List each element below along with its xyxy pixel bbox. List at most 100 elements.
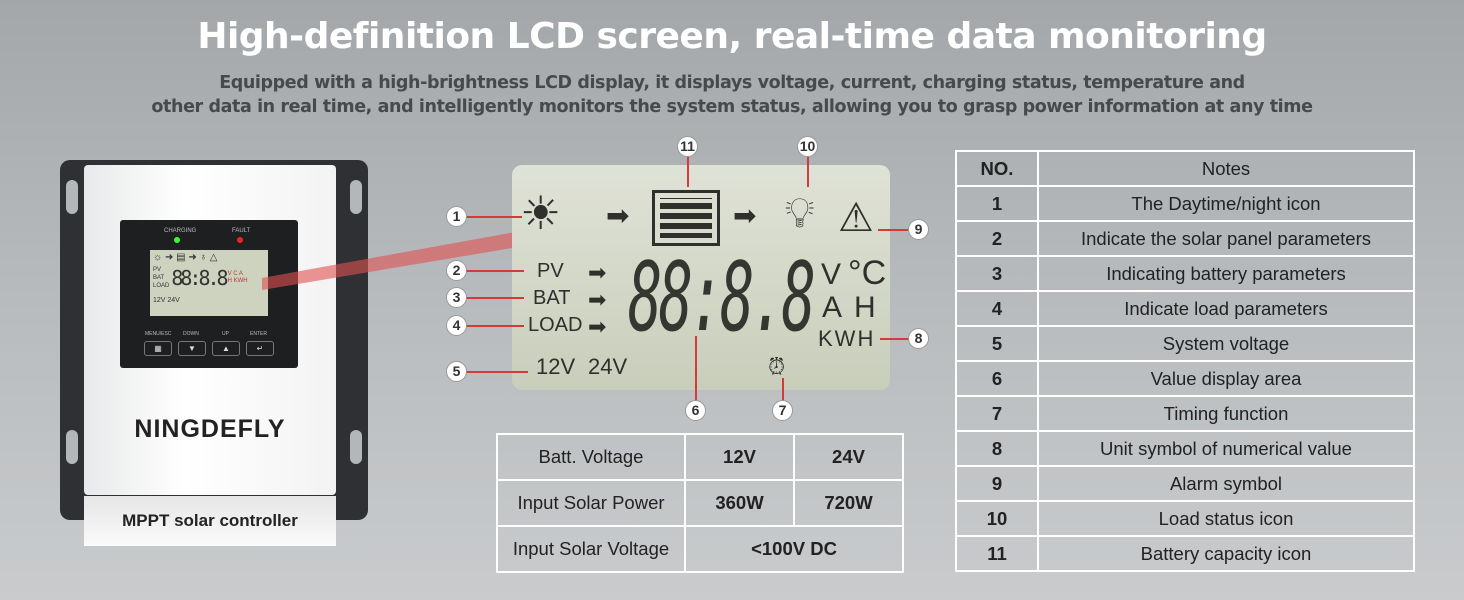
callout-line bbox=[880, 338, 910, 340]
lightbulb-icon: 💡︎ bbox=[785, 189, 815, 236]
charging-led-icon bbox=[174, 237, 180, 243]
product-label: MPPT solar controller bbox=[84, 496, 336, 546]
spec-value: 12V bbox=[684, 433, 795, 481]
note-number: 2 bbox=[955, 220, 1039, 257]
spec-label: Input Solar Power bbox=[496, 479, 686, 527]
voltage-24v: 24V bbox=[588, 354, 628, 379]
subtitle-line-2: other data in real time, and intelligent… bbox=[151, 97, 1313, 117]
callout-line bbox=[782, 378, 784, 402]
note-text: Timing function bbox=[1037, 395, 1415, 432]
note-number: 1 bbox=[955, 185, 1039, 222]
up-button[interactable]: ▲ bbox=[212, 341, 240, 356]
spec-value: 720W bbox=[793, 479, 904, 527]
mini-pv: PV bbox=[153, 267, 162, 273]
callout-11: 11 bbox=[677, 136, 698, 157]
up-label: UP bbox=[222, 331, 229, 337]
fault-label: FAULT bbox=[232, 228, 251, 234]
unit-v: V bbox=[821, 258, 842, 291]
mini-load: LOAD bbox=[153, 283, 170, 289]
alarm-clock-icon: ⏰︎ bbox=[768, 354, 786, 379]
load-label: LOAD bbox=[528, 314, 583, 336]
note-text: Alarm symbol bbox=[1037, 465, 1415, 502]
callout-7: 7 bbox=[772, 400, 793, 421]
callout-line bbox=[466, 297, 524, 299]
callout-line bbox=[466, 270, 524, 272]
menu-label: MENU/ESC bbox=[145, 331, 172, 337]
fault-led-icon bbox=[237, 237, 243, 243]
note-number: 6 bbox=[955, 360, 1039, 397]
spec-label: Input Solar Voltage bbox=[496, 525, 686, 573]
callout-2: 2 bbox=[446, 260, 467, 281]
callout-line bbox=[695, 336, 697, 402]
spec-value: 360W bbox=[684, 479, 795, 527]
mount-hole bbox=[66, 180, 78, 214]
note-number: 8 bbox=[955, 430, 1039, 467]
callout-8: 8 bbox=[908, 328, 929, 349]
note-text: Indicate the solar panel parameters bbox=[1037, 220, 1415, 257]
battery-capacity-icon bbox=[652, 190, 720, 246]
unit-celsius: °C bbox=[848, 254, 887, 292]
warning-icon: ⚠︎ bbox=[838, 196, 874, 240]
mini-volt: 12V 24V bbox=[153, 297, 180, 304]
note-number: 9 bbox=[955, 465, 1039, 502]
note-text: Value display area bbox=[1037, 360, 1415, 397]
down-button[interactable]: ▼ bbox=[178, 341, 206, 356]
enter-label: ENTER bbox=[250, 331, 267, 337]
note-text: Battery capacity icon bbox=[1037, 535, 1415, 572]
unit-kwh: KWH bbox=[818, 326, 876, 351]
day-night-icon: ☀ bbox=[520, 187, 562, 239]
charging-label: CHARGING bbox=[164, 228, 197, 234]
menu-button[interactable]: ▦ bbox=[144, 341, 172, 356]
note-number: 10 bbox=[955, 500, 1039, 537]
callout-5: 5 bbox=[446, 361, 467, 382]
spec-value: <100V DC bbox=[684, 525, 904, 573]
note-text: Indicate load parameters bbox=[1037, 290, 1415, 327]
callout-1: 1 bbox=[446, 206, 467, 227]
value-display: 88:8.8 bbox=[628, 243, 816, 353]
callout-3: 3 bbox=[446, 287, 467, 308]
header-no: NO. bbox=[955, 150, 1039, 187]
note-number: 5 bbox=[955, 325, 1039, 362]
table-row: Input Solar Voltage<100V DC bbox=[496, 525, 904, 573]
callout-line bbox=[687, 157, 689, 187]
callout-line bbox=[466, 371, 528, 373]
note-text: The Daytime/night icon bbox=[1037, 185, 1415, 222]
unit-h: H bbox=[854, 291, 876, 324]
subtitle-line-1: Equipped with a high-brightness LCD disp… bbox=[219, 73, 1245, 93]
note-number: 3 bbox=[955, 255, 1039, 292]
page-title: High-definition LCD screen, real-time da… bbox=[197, 16, 1267, 57]
enter-button[interactable]: ↵ bbox=[246, 341, 274, 356]
pv-label: PV bbox=[537, 260, 564, 282]
callout-4: 4 bbox=[446, 315, 467, 336]
callout-line bbox=[466, 216, 522, 218]
callout-line bbox=[807, 157, 809, 187]
callout-line bbox=[878, 229, 910, 231]
table-header: NO.Notes bbox=[955, 150, 1415, 187]
note-text: Load status icon bbox=[1037, 500, 1415, 537]
callout-6: 6 bbox=[685, 400, 706, 421]
note-text: System voltage bbox=[1037, 325, 1415, 362]
input-arrows-icon: ➡➡➡ bbox=[588, 260, 607, 339]
callout-9: 9 bbox=[908, 219, 929, 240]
mini-bat: BAT bbox=[153, 275, 165, 281]
spec-value: 24V bbox=[793, 433, 904, 481]
note-number: 7 bbox=[955, 395, 1039, 432]
bat-label: BAT bbox=[533, 287, 571, 309]
header-notes: Notes bbox=[1037, 150, 1415, 187]
spec-label: Batt. Voltage bbox=[496, 433, 686, 481]
callout-line bbox=[466, 325, 524, 327]
mount-hole bbox=[350, 430, 362, 464]
